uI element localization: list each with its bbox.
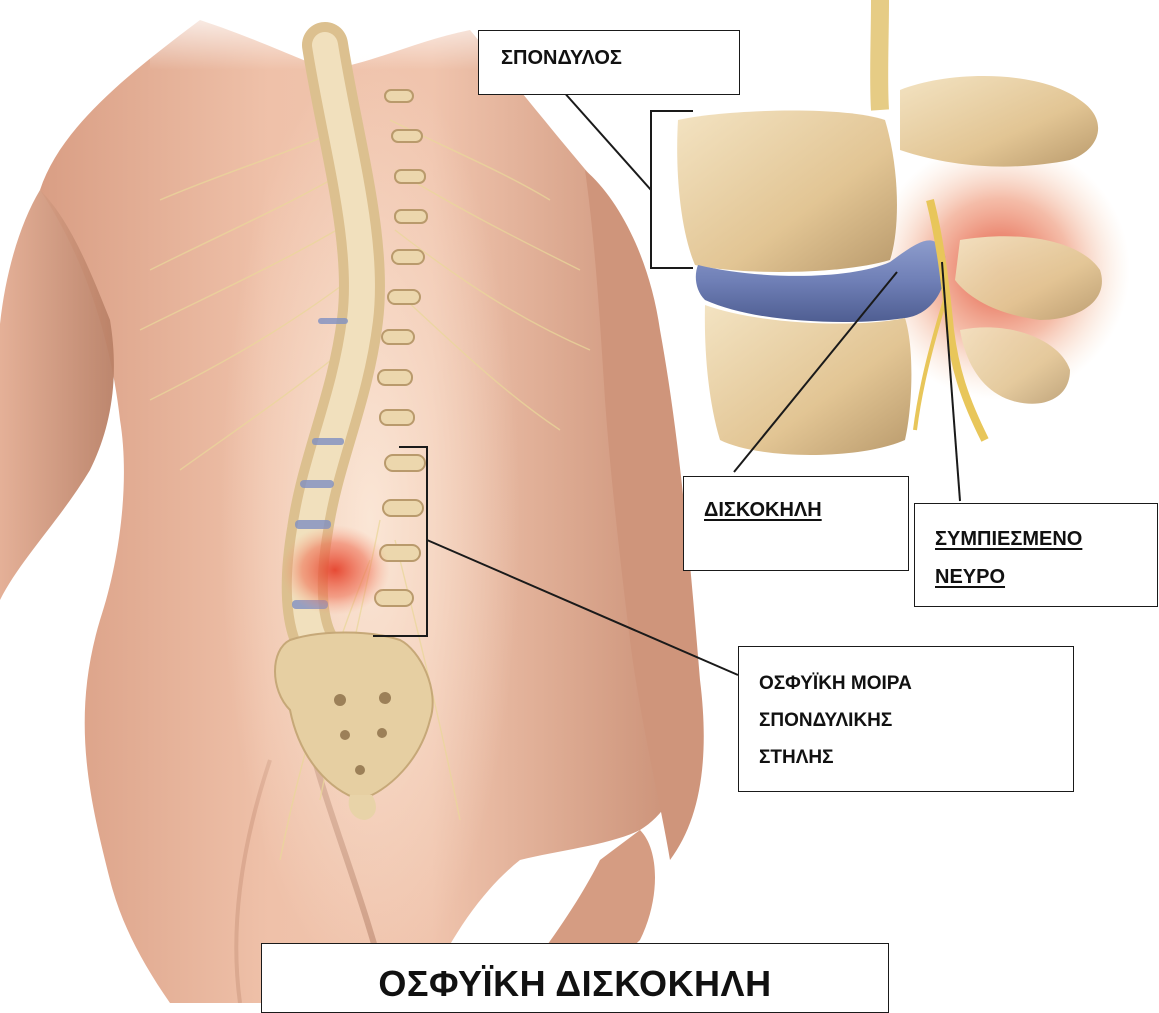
lumbar-spine-label-line3: ΣΤΗΛΗΣ [759, 739, 1073, 776]
vertebra-label-text: ΣΠΟΝΔΥΛΟΣ [501, 47, 739, 70]
herniated-disc-label: ΔΙΣΚΟΚΗΛΗ [683, 476, 909, 571]
compressed-nerve-label-line1: ΣΥΜΠΙΕΣΜΕΝΟ [935, 520, 1157, 558]
vertebra-label: ΣΠΟΝΔΥΛΟΣ [478, 30, 740, 95]
herniated-disc-label-text: ΔΙΣΚΟΚΗΛΗ [704, 499, 908, 522]
lumbar-spine-label: ΟΣΦΥΪΚΗ ΜΟΙΡΑ ΣΠΟΝΔΥΛΙΚΗΣ ΣΤΗΛΗΣ [738, 646, 1074, 792]
lumbar-spine-label-line1: ΟΣΦΥΪΚΗ ΜΟΙΡΑ [759, 665, 1073, 702]
spine-segment-illustration [677, 0, 1130, 455]
lumbar-spine-label-line2: ΣΠΟΝΔΥΛΙΚΗΣ [759, 702, 1073, 739]
compressed-nerve-label: ΣΥΜΠΙΕΣΜΕΝΟ ΝΕΥΡΟ [914, 503, 1158, 607]
diagram-title-text: ΟΣΦΥΪΚΗ ΔΙΣΚΟΚΗΛΗ [262, 963, 888, 1005]
compressed-nerve-label-line2: ΝΕΥΡΟ [935, 558, 1157, 596]
